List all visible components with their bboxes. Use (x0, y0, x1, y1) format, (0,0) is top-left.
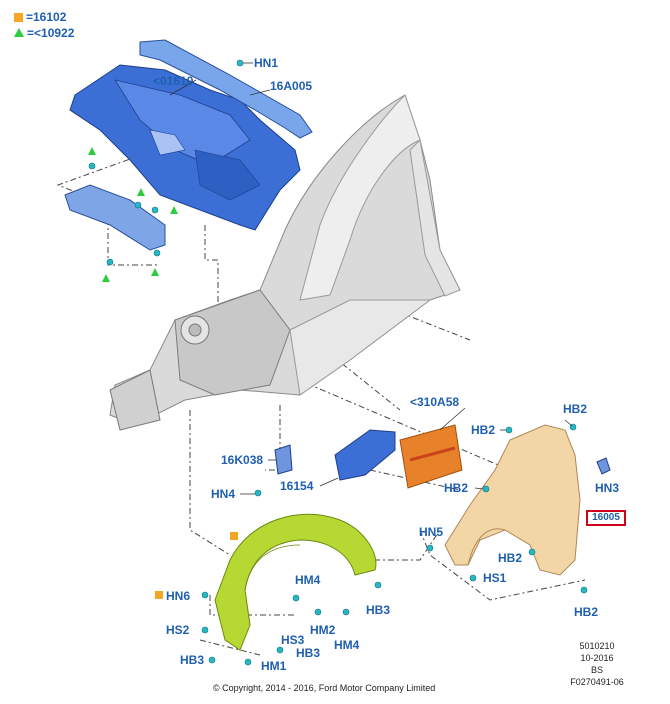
label-16a005: 16A005 (270, 79, 313, 93)
insulator-310a58 (399, 424, 463, 489)
label-hs1: HS1 (483, 571, 507, 585)
label-310a58: <310A58 (410, 395, 460, 409)
label-hb2-e: HB2 (574, 605, 599, 619)
label-leaders (169, 62, 573, 495)
legend-square-entry: =16102 (14, 10, 66, 24)
label-hn4: HN4 (211, 487, 236, 501)
label-hn3: HN3 (595, 481, 620, 495)
wheel-arch-liner (214, 513, 377, 651)
green-triangle-icon (14, 28, 24, 37)
label-hn5: HN5 (419, 525, 444, 539)
label-hs2: HS2 (166, 623, 190, 637)
label-hm4-a: HM4 (295, 573, 321, 587)
label-hb2-d: HB2 (498, 551, 523, 565)
copyright-text: © Copyright, 2014 - 2016, Ford Motor Com… (213, 683, 436, 693)
fasteners (88, 59, 588, 666)
highlighted-part-label: 16005 (592, 512, 620, 523)
label-hn1: HN1 (254, 56, 279, 70)
triangle-markers (88, 147, 178, 282)
legend-triangle-entry: =<10922 (14, 26, 74, 40)
label-hn6: HN6 (166, 589, 191, 603)
label-hb2-a: HB2 (471, 423, 496, 437)
reference-block: 5010210 10-2016 BS F0270491-06 (562, 640, 632, 688)
label-hb2-c: HB2 (444, 481, 469, 495)
bracket-hn3 (596, 457, 611, 475)
dash-panel-01610 (69, 64, 301, 231)
legend-square-text: =16102 (26, 10, 67, 24)
label-hm2: HM2 (310, 623, 336, 637)
label-hm1: HM1 (261, 659, 287, 673)
label-hb2-b: HB2 (563, 402, 588, 416)
reference-date: 10-2016 (580, 653, 614, 663)
bracket-16k038 (274, 444, 293, 475)
label-hb3-c: HB3 (180, 653, 205, 667)
reference-region: BS (590, 665, 603, 675)
fender-16005 (444, 424, 581, 576)
label-01610: <01610 (153, 74, 194, 88)
orange-square-icon (14, 13, 23, 22)
label-hb3-a: HB3 (366, 603, 391, 617)
lower-reinforcement (64, 184, 166, 251)
legend-triangle-text: =<10922 (27, 26, 75, 40)
cowl-bar-16a005 (139, 39, 313, 139)
label-hb3-b: HB3 (296, 646, 321, 660)
label-16154: 16154 (280, 479, 314, 493)
figure-id: F0270491-06 (570, 677, 624, 687)
bracket-16154 (334, 429, 396, 481)
body-frame (109, 94, 461, 431)
label-hm4-b: HM4 (334, 638, 360, 652)
highlighted-part-box[interactable]: 16005 (586, 510, 626, 526)
reference-code: 5010210 (579, 641, 615, 651)
label-hs3: HS3 (281, 633, 305, 647)
square-markers (155, 532, 238, 599)
label-16k038: 16K038 (221, 453, 264, 467)
